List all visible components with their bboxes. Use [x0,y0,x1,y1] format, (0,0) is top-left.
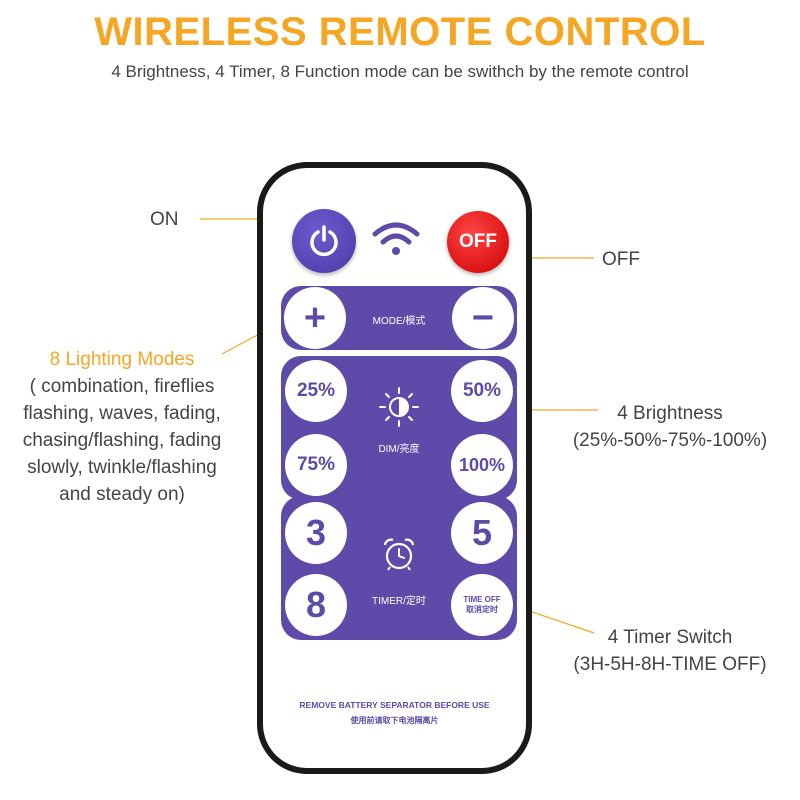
brightness-75-button[interactable]: 75% [285,434,347,496]
timer-label: TIMER/定时 [372,596,426,607]
brightness-100-label: 100% [458,454,506,475]
battery-notice-en: REMOVE BATTERY SEPARATOR BEFORE USE [299,700,490,710]
brightness-panel: 25% 50% DIM/亮度 [281,356,517,500]
brightness-25-button[interactable]: 25% [285,360,347,422]
minus-icon: − [471,297,495,339]
power-off-button[interactable]: OFF [447,211,509,273]
modes-callout-line: chasing/flashing, fading [22,430,222,451]
modes-callout-line: ( combination, fireflies [29,376,215,397]
modes-callout-line: slowly, twinkle/flashing [27,457,217,478]
timer-8h-label: 8 [305,584,327,625]
brightness-75-label: 75% [296,454,336,475]
brightness-callout: 4 Brightness (25%-50%-75%-100%) [555,400,785,454]
battery-notice-cn: 使用前请取下电池隔离片 [350,716,439,725]
timer-3h-button[interactable]: 3 [285,502,347,564]
mode-panel: + MODE/模式 − [281,286,517,350]
timer-callout-title: 4 Timer Switch [607,627,733,648]
brightness-50-button[interactable]: 50% [451,360,513,422]
timer-off-button[interactable]: TIME OFF 取消定时 [451,574,513,636]
remote-control: OFF + MODE/模式 − 25% 50% [257,162,532,774]
page-title: WIRELESS REMOTE CONTROL [94,10,706,54]
modes-callout-title: 8 Lighting Modes [49,349,195,370]
modes-callout-line: and steady on) [59,484,185,505]
remote-face: OFF + MODE/模式 − 25% 50% [263,168,526,768]
timer-callout-values: (3H-5H-8H-TIME OFF) [573,654,767,675]
brightness-sun-icon [379,387,419,427]
on-callout: ON [150,209,179,230]
timer-5h-button[interactable]: 5 [451,502,513,564]
timer-callout: 4 Timer Switch (3H-5H-8H-TIME OFF) [555,624,785,678]
power-icon [310,225,338,257]
brightness-callout-title: 4 Brightness [617,403,723,424]
brightness-50-label: 50% [462,380,502,401]
brightness-25-label: 25% [296,380,336,401]
power-on-button[interactable] [292,209,356,273]
off-button-label: OFF [459,231,497,252]
modes-callout: 8 Lighting Modes ( combination, fireflie… [0,346,244,508]
timer-3h-label: 3 [305,512,327,553]
brightness-100-button[interactable]: 100% [451,434,513,496]
timer-5h-label: 5 [471,512,493,553]
timer-off-label-cn: 取消定时 [466,605,498,614]
off-callout: OFF [602,249,640,270]
alarm-clock-icon [383,538,415,571]
brightness-callout-values: (25%-50%-75%-100%) [572,430,768,451]
timer-8h-button[interactable]: 8 [285,574,347,636]
mode-minus-button[interactable]: − [452,287,514,349]
dim-label: DIM/亮度 [378,444,420,455]
timer-panel: 3 5 TIMER/定时 8 TIME OFF 取消定时 [281,496,517,640]
timer-off-label: TIME OFF [463,595,501,604]
modes-callout-line: flashing, waves, fading, [23,403,221,424]
wireless-signal-icon [372,222,420,255]
plus-icon: + [303,297,327,339]
mode-plus-button[interactable]: + [284,287,346,349]
mode-label: MODE/模式 [372,316,426,327]
page-subtitle: 4 Brightness, 4 Timer, 8 Function mode c… [111,62,689,81]
